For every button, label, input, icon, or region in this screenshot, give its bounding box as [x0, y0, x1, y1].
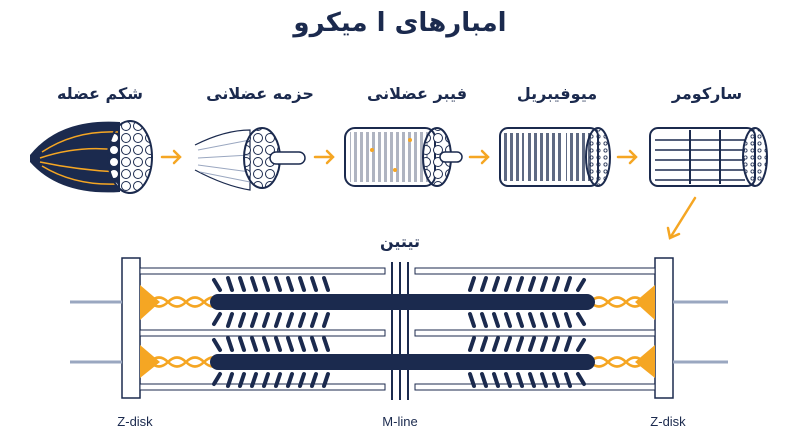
myofibril-icon	[499, 127, 611, 187]
arrow-icon	[160, 149, 182, 165]
stage-label-muscle-belly: شکم عضله	[56, 84, 144, 103]
page-title: امبارهای ا میکرو	[293, 8, 507, 38]
stage-label-sarcomere: سارکومر	[671, 84, 743, 103]
zoom-arrow-icon	[666, 196, 697, 240]
stage-label-fascicle: حزمه عضلانی	[206, 84, 314, 103]
z-disk-left-label: Z-disk	[117, 414, 153, 429]
titin-label: تیتین	[380, 232, 420, 251]
z-disk-right-label: Z-disk	[650, 414, 686, 429]
sarcomere-detail	[70, 257, 728, 400]
muscle-belly-icon	[30, 120, 153, 194]
arrow-icon	[468, 149, 490, 165]
m-line-label: M-line	[382, 414, 418, 429]
stage-label-myofibril: میوفیبریل	[516, 84, 598, 103]
arrow-icon	[616, 149, 638, 165]
sarcomere-icon	[649, 127, 768, 187]
stage-label-muscle-fiber: فیبر عضلانی	[366, 84, 468, 103]
arrow-icon	[313, 149, 335, 165]
muscle-fascicle-icon	[194, 127, 306, 191]
muscle-fiber-icon	[344, 127, 463, 187]
